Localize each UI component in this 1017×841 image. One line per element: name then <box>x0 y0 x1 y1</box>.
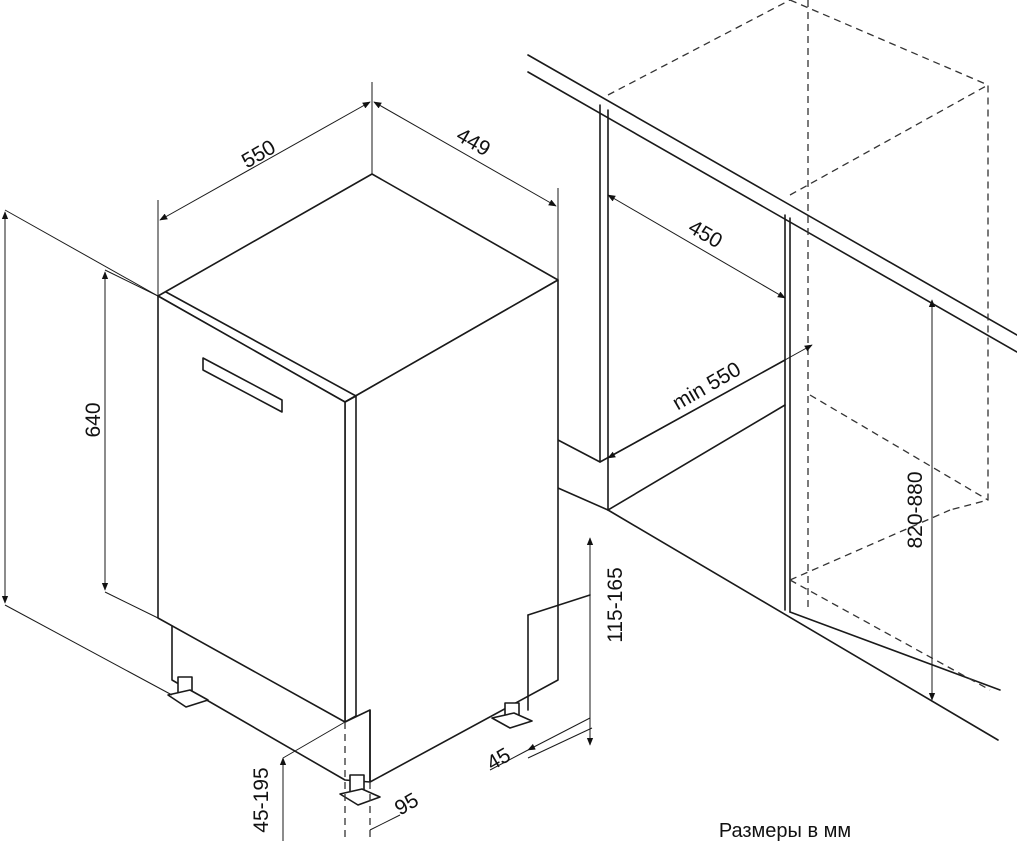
front-right-foot <box>339 774 381 806</box>
label-toe-kick-height: 115-165 <box>604 567 627 643</box>
label-leg-height: 45-195 <box>250 767 273 832</box>
label-niche-width: 450 <box>684 216 726 253</box>
label-leg-inset: 45 <box>483 744 515 776</box>
front-left-foot <box>167 676 209 708</box>
toe-kick-height-dimension <box>527 537 594 759</box>
back-right-foot <box>491 702 533 729</box>
label-width: 449 <box>452 124 494 161</box>
toe-kick-depth-dimension <box>344 722 401 841</box>
label-depth: 550 <box>238 136 280 173</box>
door-height-dimension <box>101 269 159 619</box>
label-door-height: 640 <box>82 402 105 437</box>
depth-dimension <box>157 82 373 296</box>
niche-depth-dimension <box>607 344 813 459</box>
dishwasher-body <box>157 173 591 806</box>
cabinet-niche <box>527 0 1017 741</box>
label-toe-kick-depth: 95 <box>391 789 423 821</box>
leg-inset-dimension <box>489 717 591 771</box>
width-dimension <box>373 101 559 280</box>
units-note: Размеры в мм <box>719 820 851 841</box>
niche-width-dimension <box>607 194 786 299</box>
leg-height-dimension <box>279 721 346 841</box>
label-niche-depth: min 550 <box>669 358 745 415</box>
total-height-dimension <box>1 209 173 696</box>
label-niche-height: 820-880 <box>904 471 927 548</box>
